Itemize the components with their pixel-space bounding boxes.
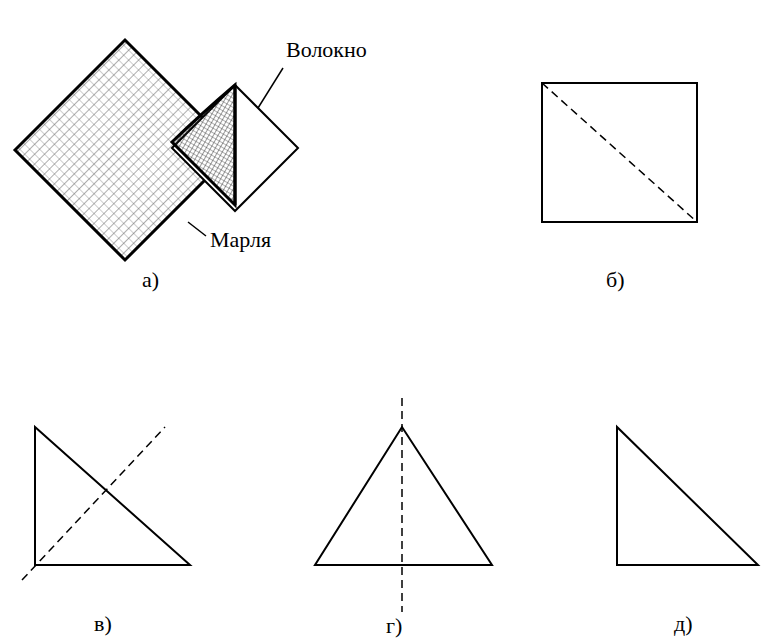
leader-line <box>258 68 283 108</box>
part-label: Волокно <box>284 38 369 62</box>
triangle <box>35 427 190 565</box>
square <box>542 83 697 222</box>
fiber <box>172 85 298 211</box>
triangle <box>315 427 492 565</box>
gauze <box>15 40 235 260</box>
figure-label: д) <box>672 612 695 636</box>
leader-line <box>188 222 206 236</box>
fiber-fold <box>172 85 235 205</box>
part-label: Марля <box>208 228 273 252</box>
fold-edge <box>234 85 237 205</box>
figure-label: а) <box>140 268 161 292</box>
figure-label: г) <box>384 614 404 638</box>
figure-label: б) <box>604 268 627 292</box>
fold-line <box>542 83 697 222</box>
fold-line <box>22 427 165 580</box>
triangle <box>617 427 758 565</box>
fold-line <box>401 398 403 612</box>
figure-label: в) <box>92 612 114 636</box>
